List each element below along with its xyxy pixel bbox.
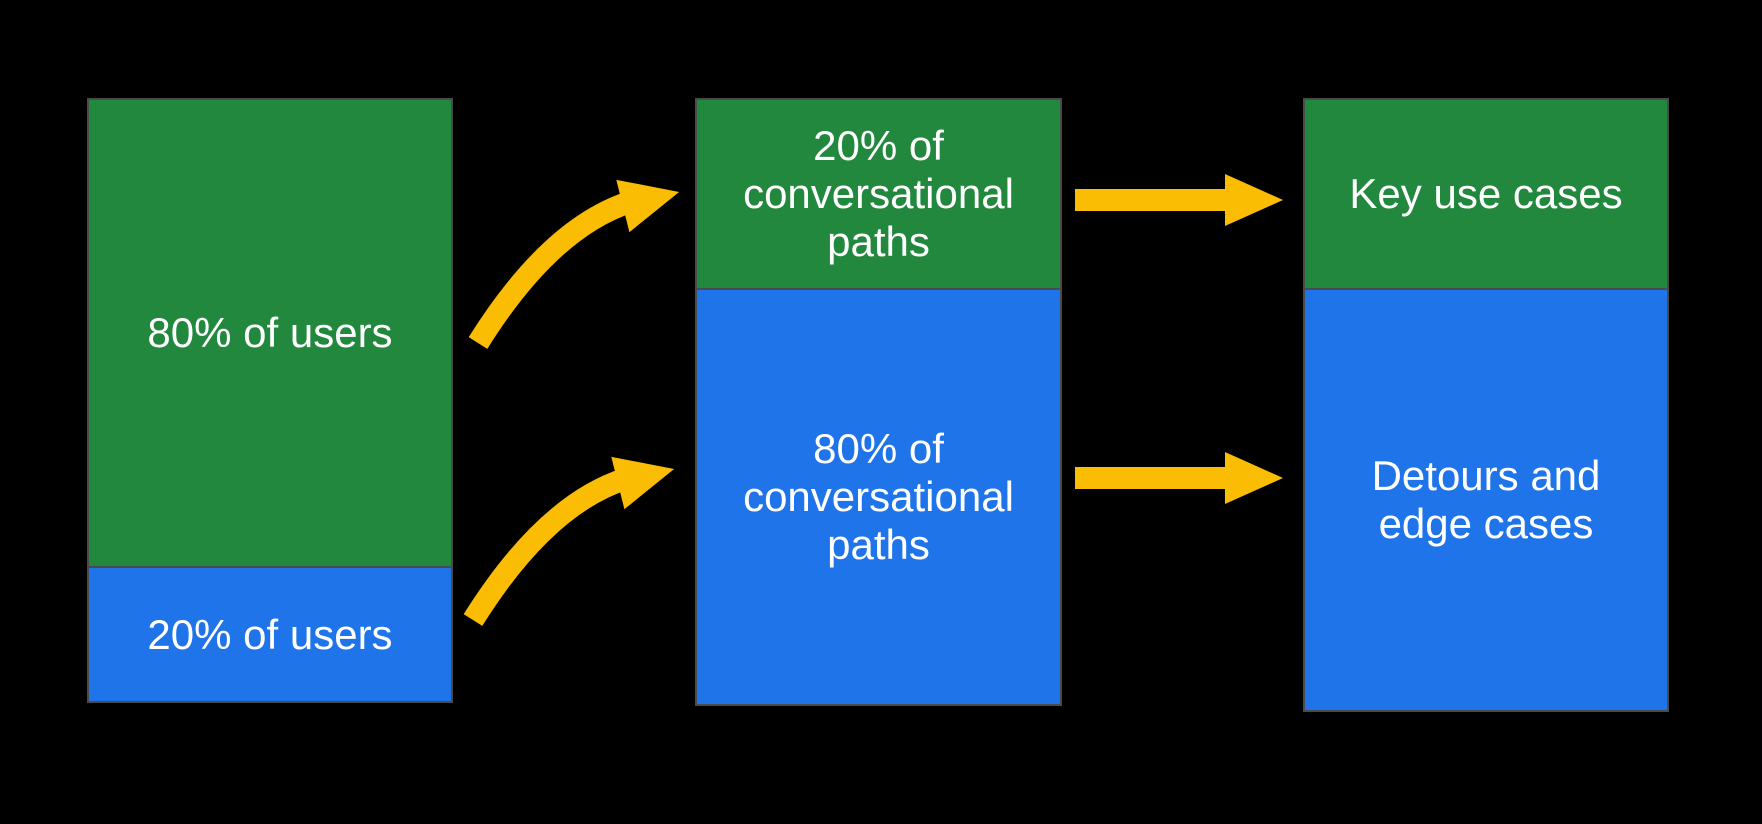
users-bar: 80% of users 20% of users <box>87 98 453 703</box>
users-20-label: 20% of users <box>147 610 393 658</box>
use-cases-bar: Key use cases Detours and edge cases <box>1303 98 1669 712</box>
straight-arrow-paths80-to-detours-icon <box>1075 452 1283 504</box>
detours-edge-cases-label: Detours and edge cases <box>1371 452 1601 547</box>
curved-arrow-users80-to-paths20-icon <box>468 179 680 349</box>
detours-edge-cases-segment: Detours and edge cases <box>1303 288 1669 712</box>
users-20-segment: 20% of users <box>87 566 453 703</box>
users-80-label: 80% of users <box>147 309 393 356</box>
curved-arrow-users20-to-paths80-icon <box>463 456 675 626</box>
users-80-segment: 80% of users <box>87 98 453 568</box>
paths-20-label: 20% of conversational paths <box>743 122 1014 265</box>
paths-20-segment: 20% of conversational paths <box>695 98 1062 290</box>
key-use-cases-segment: Key use cases <box>1303 98 1669 290</box>
paths-80-label: 80% of conversational paths <box>743 425 1014 568</box>
paths-80-segment: 80% of conversational paths <box>695 288 1062 706</box>
straight-arrow-paths20-to-keycases-icon <box>1075 174 1283 226</box>
conversational-paths-bar: 20% of conversational paths 80% of conve… <box>695 98 1062 706</box>
key-use-cases-label: Key use cases <box>1349 170 1623 217</box>
